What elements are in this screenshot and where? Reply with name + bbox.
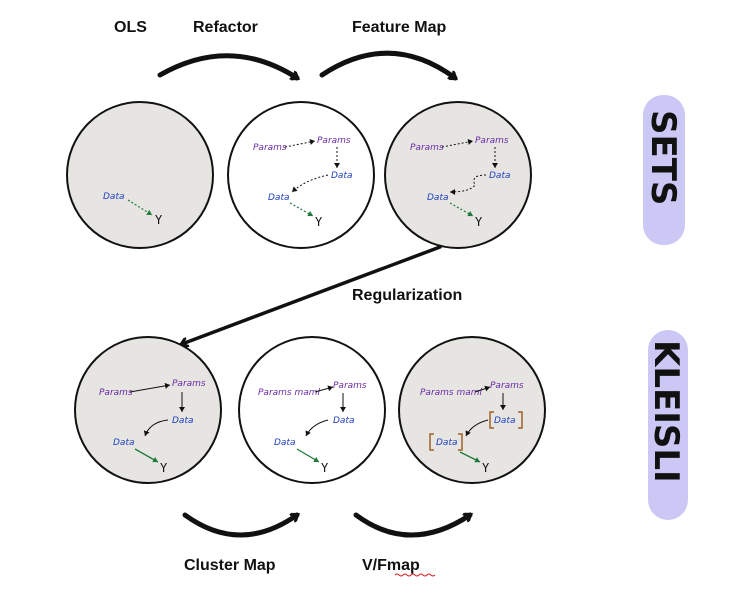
params-node: Params (410, 143, 444, 153)
data-node: Data (436, 438, 458, 448)
output-icon: Y (155, 213, 163, 227)
output-icon: Y (482, 461, 490, 475)
params-arrow (314, 385, 334, 393)
data-node: Data (333, 416, 355, 426)
green-arrow (449, 202, 474, 217)
data-data-arrow (465, 419, 489, 437)
params-node: Params (99, 388, 133, 398)
feature-map-arrow (319, 50, 455, 81)
label-ols: OLS (114, 19, 147, 36)
green-arrow (127, 199, 153, 216)
green-arrow (134, 448, 159, 463)
regularization-arrow (182, 245, 442, 344)
output-icon: Y (315, 215, 323, 229)
refactor-arrow (157, 53, 297, 81)
circle-ols (66, 101, 214, 249)
params-arrow (284, 139, 316, 148)
params-node: Params (172, 379, 206, 389)
circle-cluster-1 (74, 336, 222, 484)
green-arrow (459, 451, 481, 463)
circle-refactor (227, 101, 375, 249)
sets-highlight (643, 95, 685, 245)
bracket-left (489, 411, 494, 429)
params-arrow (441, 139, 474, 148)
vfmap-arrow (353, 512, 470, 538)
circle-feature-map (384, 101, 532, 249)
output-icon: Y (160, 461, 168, 475)
label-feature-map: Feature Map (352, 19, 446, 36)
data-node: Data (494, 416, 516, 426)
data-node: Data (489, 171, 511, 181)
data-node: Data (172, 416, 194, 426)
circle-cluster-2 (238, 336, 386, 484)
side-label-kleisli: KLEISLI (646, 340, 686, 483)
params-node: Params (333, 381, 367, 391)
spellcheck-underline (394, 573, 436, 577)
data-node: Data (103, 192, 125, 202)
data-node: Data (331, 171, 353, 181)
label-refactor: Refactor (193, 19, 258, 36)
label-cluster-map: Cluster Map (184, 557, 276, 574)
side-label-sets: SETS (643, 110, 683, 205)
cluster-map-arrow (182, 512, 297, 538)
params-node: Params (490, 381, 524, 391)
circle-vfmap (398, 336, 546, 484)
bracket-right (518, 411, 523, 429)
kleisli-highlight (648, 330, 688, 520)
data-node: Data (268, 193, 290, 203)
params-maml-node: Params maml (420, 388, 483, 398)
data-data-arrow (143, 419, 169, 437)
params-node: Params (253, 143, 287, 153)
data-node: Data (113, 438, 135, 448)
label-vfmap: V/Fmap (362, 557, 420, 574)
green-arrow (289, 202, 314, 217)
data-node: Data (427, 193, 449, 203)
params-maml-node: Params maml (258, 388, 321, 398)
params-node: Params (475, 136, 509, 146)
bracket-left (429, 433, 434, 451)
green-arrow (296, 448, 320, 463)
data-node: Data (274, 438, 296, 448)
bracket-right (458, 433, 463, 451)
params-arrow (129, 382, 171, 393)
data-data-arrow (291, 174, 329, 193)
data-data-arrow (305, 419, 329, 437)
params-arrow (474, 385, 491, 393)
output-icon: Y (475, 215, 483, 229)
output-icon: Y (321, 461, 329, 475)
label-regularization: Regularization (352, 287, 462, 304)
params-node: Params (317, 136, 351, 146)
